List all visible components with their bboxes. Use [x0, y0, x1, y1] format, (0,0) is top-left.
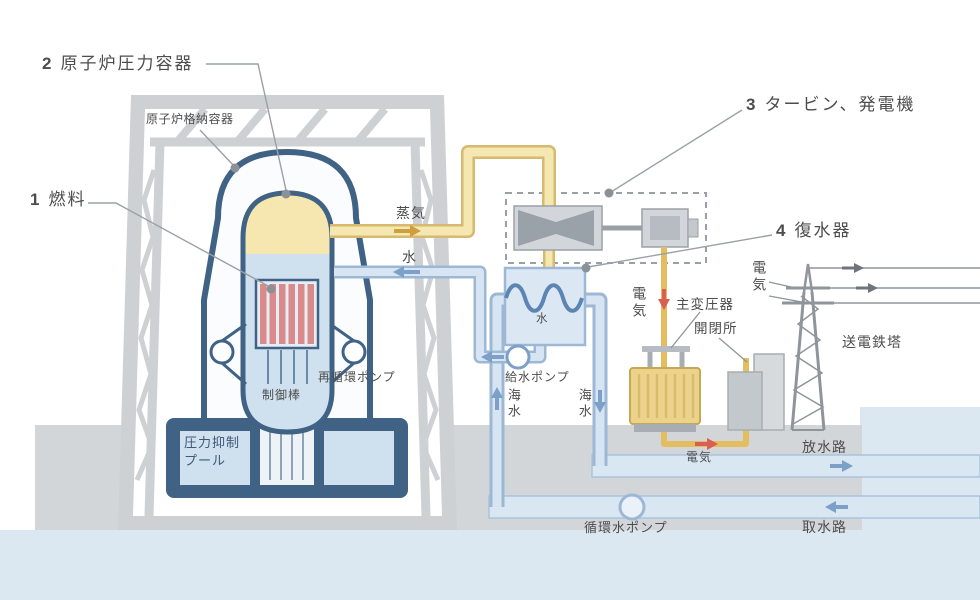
feedwater-pipe	[334, 265, 547, 364]
intake-channel-strip	[488, 495, 980, 519]
callout-label: 燃料	[48, 190, 87, 209]
label-control-rods: 制御棒	[262, 388, 302, 402]
label-recirculation-pump: 再循環ポンプ	[318, 370, 396, 384]
circulating-water-pump-icon	[618, 493, 646, 521]
label-condenser-water: 水	[536, 313, 549, 325]
callout-lines	[88, 63, 773, 288]
label-feedwater-pump: 給水ポンプ	[505, 370, 570, 384]
turbine-generator-unit	[513, 205, 699, 251]
label-circulating-pump: 循環水ポンプ	[584, 520, 668, 535]
callout-line-fuel	[88, 202, 271, 288]
condenser-coil	[504, 283, 584, 313]
callout-number: 4	[776, 221, 786, 240]
electricity-down-arrow	[658, 289, 670, 310]
steam-dome	[243, 193, 332, 254]
transformer-bushings	[647, 352, 685, 368]
seawater-up-arrow	[491, 387, 503, 410]
label-switchyard: 開閉所	[694, 321, 738, 336]
label-steam: 蒸気	[396, 205, 426, 221]
recirculation-pump-left	[209, 339, 235, 365]
switchyard	[727, 353, 785, 431]
transmission-tower	[782, 263, 834, 431]
pointer-lines	[670, 281, 803, 363]
dot-turbine	[604, 188, 614, 198]
label-suppression-pool: 圧力抑制 プール	[184, 434, 240, 470]
transformer-pointer	[670, 311, 701, 349]
callout-number: 2	[42, 54, 52, 73]
condenser	[503, 266, 587, 347]
callout-label: 原子炉圧力容器	[60, 54, 194, 73]
flow-arrows	[393, 225, 878, 513]
main-steam-pipe	[330, 145, 556, 238]
electricity-right-arrow	[695, 438, 718, 450]
callout-turbine-generator: 3 タービン、発電機	[746, 94, 915, 116]
pool-label-line1: 圧力抑制	[184, 435, 241, 450]
label-seawater-in: 海水	[505, 388, 521, 420]
recirculation-pumps	[209, 322, 367, 386]
steam-flow-arrow	[394, 225, 421, 237]
label-electricity-grid: 電気	[751, 260, 768, 294]
discharge-channel-strip	[591, 454, 980, 478]
power-lines	[808, 267, 980, 304]
callout-label: タービン、発電機	[764, 95, 916, 114]
switchyard-pointer	[718, 337, 748, 363]
dot-fuel	[266, 284, 276, 294]
water-flow-arrow	[393, 266, 420, 278]
feedwater-pump-icon	[505, 344, 531, 370]
label-intake-channel: 取水路	[802, 519, 847, 535]
callout-line-turbine	[610, 109, 743, 193]
suppression-pool	[166, 418, 408, 498]
dot-rpv	[281, 189, 291, 199]
dot-condenser	[581, 263, 591, 273]
control-rods	[267, 350, 308, 384]
electricity-grid-pointers	[768, 281, 803, 303]
callout-condenser: 4 復水器	[776, 220, 851, 242]
powerline-arrow-2	[856, 283, 878, 293]
callout-number: 1	[30, 190, 40, 209]
label-water: 水	[402, 249, 417, 265]
callout-number: 3	[746, 95, 756, 114]
main-transformer	[629, 346, 701, 432]
label-main-transformer: 主変圧器	[676, 297, 734, 312]
discharge-flow-arrow	[830, 460, 853, 472]
callout-dots	[230, 163, 614, 294]
recirculation-pump-right	[341, 339, 367, 365]
label-discharge-channel: 放水路	[802, 439, 847, 455]
pool-label-line2: プール	[184, 453, 227, 469]
callout-line-condenser	[587, 234, 773, 268]
callout-reactor-pressure-vessel: 2 原子炉圧力容器	[42, 53, 193, 75]
callout-fuel: 1 燃料	[30, 189, 86, 211]
callout-line-containment	[199, 129, 235, 167]
dot-containment	[230, 163, 240, 173]
feedwater-flow-arrow	[481, 351, 504, 363]
label-containment-vessel: 原子炉格納容器	[146, 112, 234, 126]
label-transmission-tower: 送電鉄塔	[842, 334, 902, 350]
control-rod-drives	[269, 428, 304, 480]
callout-label: 復水器	[794, 221, 852, 240]
intake-flow-arrow	[825, 501, 848, 513]
callout-line-rpv	[206, 63, 287, 191]
label-seawater-out: 海水	[576, 388, 592, 420]
powerline-arrow-1	[842, 263, 864, 273]
sea-bottom	[0, 530, 980, 600]
label-electricity-turbine: 電気	[631, 286, 648, 320]
fuel-assembly	[254, 278, 320, 350]
fuel-rods	[260, 284, 314, 344]
seawater-down-arrow	[594, 390, 606, 413]
turbine-icon	[518, 210, 594, 246]
label-electricity-out: 電気	[686, 450, 713, 464]
